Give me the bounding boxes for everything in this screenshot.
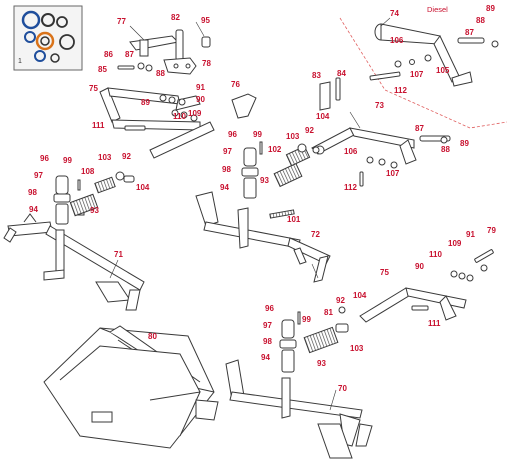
callout-90: 90 (196, 95, 205, 104)
center-valve-assembly (241, 141, 320, 219)
callout-86: 86 (104, 50, 113, 59)
callout-88: 88 (156, 69, 165, 78)
callout-112: 112 (394, 86, 407, 95)
callout-109: 109 (448, 239, 462, 248)
callout-93: 93 (90, 206, 99, 215)
leader-lines (109, 17, 391, 411)
callout-93: 93 (260, 176, 269, 185)
callout-75: 75 (380, 268, 389, 277)
callout-106: 106 (390, 36, 404, 45)
callout-97: 97 (34, 171, 43, 180)
callout-107: 107 (386, 169, 400, 178)
callout-106: 106 (344, 147, 358, 156)
plate-83-pin-84 (319, 71, 401, 111)
callout-73: 73 (375, 101, 384, 110)
callout-110: 110 (429, 250, 442, 259)
callout-101: 101 (287, 215, 301, 224)
callout-112: 112 (344, 183, 357, 192)
callout-71: 71 (114, 250, 123, 259)
callout-84: 84 (337, 69, 346, 78)
callout-99: 99 (63, 156, 72, 165)
callout-103: 103 (350, 344, 364, 353)
callout-94: 94 (29, 205, 38, 214)
callout-81: 81 (324, 308, 333, 317)
callout-110: 110 (173, 112, 186, 121)
callout-96: 96 (228, 130, 237, 139)
callout-83: 83 (312, 71, 321, 80)
bracket-76 (231, 93, 257, 119)
right-lift-arm (359, 249, 494, 323)
left-valve-assembly (53, 171, 135, 225)
housing-80 (43, 325, 219, 449)
callout-96: 96 (265, 304, 274, 313)
callout-104: 104 (316, 112, 330, 121)
callout-91: 91 (466, 230, 475, 239)
callout-103: 103 (98, 153, 112, 162)
callout-98: 98 (222, 165, 231, 174)
center-frame-72 (195, 191, 331, 283)
callout-72: 72 (311, 230, 320, 239)
callout-89: 89 (141, 98, 150, 107)
callout-82: 82 (171, 13, 180, 22)
diesel-zone-label: Diesel (427, 5, 448, 14)
callout-99: 99 (302, 315, 311, 324)
callout-75: 75 (89, 84, 98, 93)
callout-109: 109 (188, 109, 202, 118)
left-frame-71 (3, 213, 145, 311)
callout-74: 74 (390, 9, 399, 18)
callout-104: 104 (136, 183, 150, 192)
seal-kit-inset (13, 5, 83, 71)
callout-98: 98 (263, 337, 272, 346)
callout-87: 87 (415, 124, 424, 133)
center-lift-arm (311, 127, 451, 187)
callout-92: 92 (336, 296, 345, 305)
callout-91: 91 (196, 83, 205, 92)
callout-95: 95 (201, 16, 210, 25)
callout-97: 97 (223, 147, 232, 156)
callout-102: 102 (268, 145, 282, 154)
callout-89: 89 (486, 4, 495, 13)
callout-94: 94 (261, 353, 270, 362)
upper-bracket-group (117, 29, 211, 75)
callout-93: 93 (317, 359, 326, 368)
callout-103: 103 (286, 132, 300, 141)
lower-frame-70 (225, 359, 373, 459)
callout-77: 77 (117, 17, 126, 26)
seal-kit-label: 1 (18, 58, 22, 65)
callout-94: 94 (220, 183, 229, 192)
callout-111: 111 (92, 121, 105, 130)
callout-70: 70 (338, 384, 347, 393)
callout-87: 87 (125, 50, 134, 59)
callout-108: 108 (81, 167, 95, 176)
callout-90: 90 (415, 262, 424, 271)
callout-80: 80 (148, 332, 157, 341)
callout-99: 99 (253, 130, 262, 139)
callout-89: 89 (460, 139, 469, 148)
callout-85: 85 (98, 65, 107, 74)
callout-88: 88 (476, 16, 485, 25)
callout-98: 98 (28, 188, 37, 197)
callout-104: 104 (353, 291, 367, 300)
callout-105: 105 (436, 66, 450, 75)
callout-92: 92 (122, 152, 131, 161)
callout-79: 79 (487, 226, 496, 235)
lower-valve-assembly (279, 306, 349, 373)
diesel-zone-divider (339, 17, 507, 129)
callout-97: 97 (263, 321, 272, 330)
callout-111: 111 (428, 319, 441, 328)
callout-87: 87 (465, 28, 474, 37)
diesel-arm-74 (374, 23, 499, 87)
left-lift-arm (99, 87, 215, 159)
callout-78: 78 (202, 59, 211, 68)
callout-96: 96 (40, 154, 49, 163)
callout-88: 88 (441, 145, 450, 154)
callout-92: 92 (305, 126, 314, 135)
callout-76: 76 (231, 80, 240, 89)
callout-107: 107 (410, 70, 424, 79)
